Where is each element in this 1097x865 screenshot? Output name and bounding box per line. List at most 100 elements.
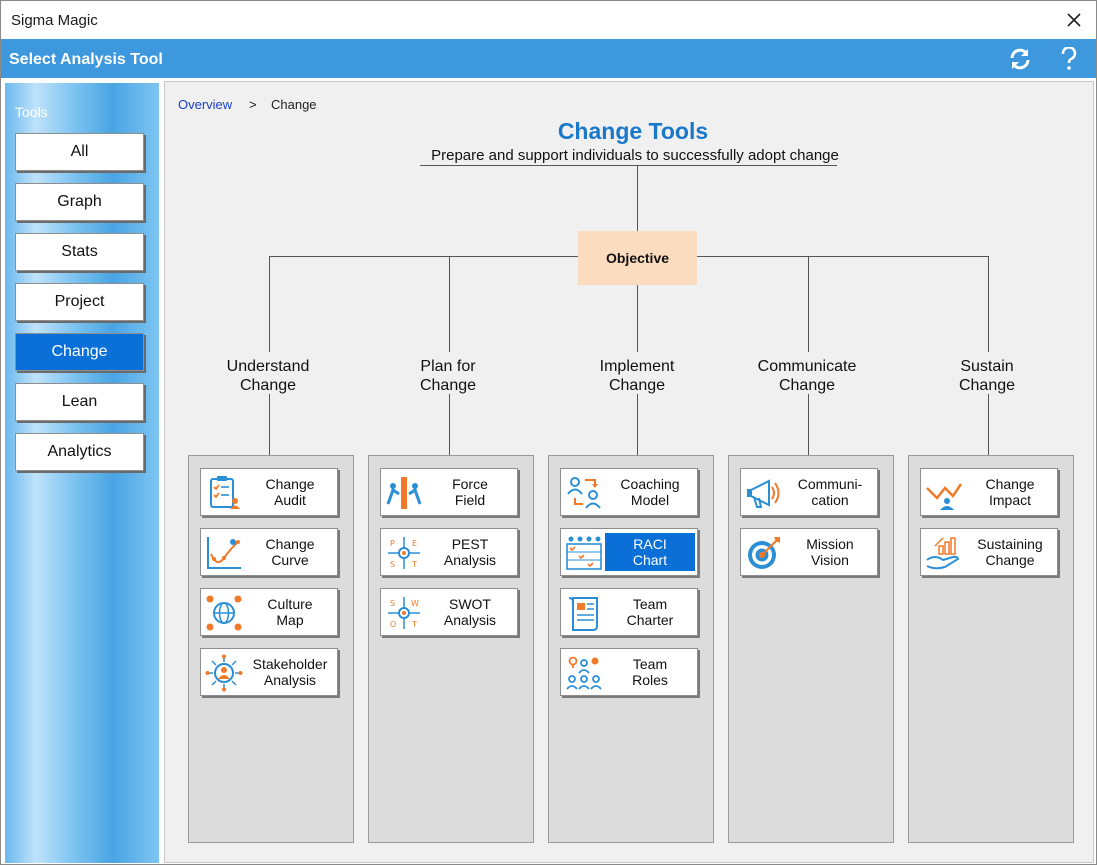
sidebar-item-stats[interactable]: Stats: [15, 233, 144, 271]
column-plan-for-change: Force Field P E S T PEST Analysis: [368, 455, 534, 843]
tool-label: Communi- cation: [797, 476, 863, 508]
connector-branch-5-bottom: [988, 394, 989, 455]
branch-label-understand: Understand Change: [226, 358, 310, 394]
tool-team-charter[interactable]: Team Charter: [560, 588, 698, 636]
refresh-icon: [1010, 48, 1030, 70]
tool-label: Change Audit: [265, 476, 315, 508]
svg-text:T: T: [411, 560, 417, 569]
tool-label: Force Field: [452, 476, 488, 508]
team-roles-icon: [566, 656, 602, 690]
sidebar-item-graph[interactable]: Graph: [15, 183, 144, 221]
stakeholder-icon: [205, 654, 243, 692]
sidebar-label: Tools: [15, 104, 48, 120]
svg-text:O: O: [390, 620, 396, 629]
raci-icon: [566, 536, 602, 570]
tool-change-impact[interactable]: Change Impact: [920, 468, 1058, 516]
close-button[interactable]: [1059, 7, 1089, 33]
svg-text:S: S: [390, 599, 395, 608]
tool-communication[interactable]: Communi- cation: [740, 468, 878, 516]
svg-text:W: W: [411, 599, 419, 608]
tool-change-curve[interactable]: Change Curve: [200, 528, 338, 576]
header-bar: Select Analysis Tool: [1, 39, 1096, 78]
tool-label: Mission Vision: [806, 536, 854, 568]
column-implement-change: Coaching Model RACI Chart: [548, 455, 714, 843]
swot-icon: S W O T: [388, 597, 420, 629]
tool-team-roles[interactable]: Team Roles: [560, 648, 698, 696]
connector-branch-3-bottom: [637, 394, 638, 455]
svg-text:T: T: [411, 620, 417, 629]
megaphone-icon: [747, 479, 780, 508]
pest-icon: P E S T: [388, 537, 420, 569]
sidebar-item-lean[interactable]: Lean: [15, 383, 144, 421]
tool-label: Coaching Model: [620, 476, 680, 508]
column-communicate-change: Communi- cation Mission Vision: [728, 455, 894, 843]
tool-raci-chart[interactable]: RACI Chart: [560, 528, 698, 576]
column-understand-change: Change Audit Change Curve: [188, 455, 354, 843]
refresh-button[interactable]: [1006, 45, 1034, 73]
header-title: Select Analysis Tool: [9, 51, 163, 68]
tool-label: Sustaining Change: [977, 536, 1043, 568]
subtitle-underline: [420, 165, 837, 166]
tool-stakeholder-analysis[interactable]: Stakeholder Analysis: [200, 648, 338, 696]
tool-pest-analysis[interactable]: P E S T PEST Analysis: [380, 528, 518, 576]
svg-text:E: E: [412, 539, 417, 548]
connector-branch-4-top: [808, 256, 809, 352]
connector-branch-4-bottom: [808, 394, 809, 455]
tool-swot-analysis[interactable]: S W O T SWOT Analysis: [380, 588, 518, 636]
tool-label: PEST Analysis: [443, 536, 497, 568]
sidebar: Tools All Graph Stats Project Change Lea…: [5, 83, 159, 863]
tool-force-field[interactable]: Force Field: [380, 468, 518, 516]
title-bar: Sigma Magic: [1, 1, 1096, 39]
tool-label: Stakeholder Analysis: [252, 656, 328, 688]
connector-branch-2-bottom: [449, 394, 450, 455]
connector-objective-down: [637, 285, 638, 352]
sidebar-item-all[interactable]: All: [15, 133, 144, 171]
sidebar-item-project[interactable]: Project: [15, 283, 144, 321]
breadcrumb-current: Change: [271, 97, 317, 112]
team-charter-icon: [568, 597, 598, 631]
tool-culture-map[interactable]: Culture Map: [200, 588, 338, 636]
help-button[interactable]: [1055, 45, 1083, 73]
connector-branch-5-top: [988, 256, 989, 352]
change-impact-icon: [926, 483, 963, 510]
culture-map-icon: [206, 595, 242, 631]
tool-label: Change Curve: [265, 536, 315, 568]
tool-mission-vision[interactable]: Mission Vision: [740, 528, 878, 576]
page-title: Change Tools: [557, 118, 709, 144]
close-icon: [1067, 13, 1081, 27]
coaching-icon: [567, 477, 601, 509]
column-sustain-change: Change Impact Sustaining Change: [908, 455, 1074, 843]
breadcrumb-separator: >: [249, 97, 257, 112]
tool-label: Culture Map: [267, 596, 313, 628]
tool-label: Team Charter: [626, 596, 674, 628]
page-subtitle: Prepare and support individuals to succe…: [431, 147, 839, 164]
change-audit-icon: [210, 476, 240, 509]
branch-label-implement: Implement Change: [599, 358, 675, 394]
sidebar-item-change[interactable]: Change: [15, 333, 144, 371]
breadcrumb-overview-link[interactable]: Overview: [178, 97, 233, 112]
connector-branch-2-top: [449, 256, 450, 352]
main-panel: Overview > Change Change Tools Prepare a…: [164, 81, 1094, 863]
change-curve-icon: [207, 537, 241, 569]
tool-coaching-model[interactable]: Coaching Model: [560, 468, 698, 516]
force-field-icon: [386, 477, 422, 509]
tool-label: RACI Chart: [605, 533, 695, 571]
tool-sustaining-change[interactable]: Sustaining Change: [920, 528, 1058, 576]
connector-top: [637, 165, 638, 231]
connector-branch-1-top: [269, 256, 270, 352]
tool-label: Change Impact: [985, 476, 1035, 508]
target-icon: [748, 537, 780, 569]
svg-text:P: P: [390, 539, 395, 548]
tool-label: SWOT Analysis: [443, 596, 497, 628]
branch-label-sustain: Sustain Change: [958, 358, 1016, 394]
window-title: Sigma Magic: [11, 12, 98, 29]
sidebar-item-analytics[interactable]: Analytics: [15, 433, 144, 471]
help-icon: [1061, 47, 1077, 70]
objective-box: Objective: [578, 231, 697, 285]
tool-change-audit[interactable]: Change Audit: [200, 468, 338, 516]
tool-label: Team Roles: [632, 656, 668, 688]
branch-label-communicate: Communicate Change: [757, 358, 857, 394]
connector-branch-1-bottom: [269, 394, 270, 455]
branch-label-plan: Plan for Change: [419, 358, 477, 394]
